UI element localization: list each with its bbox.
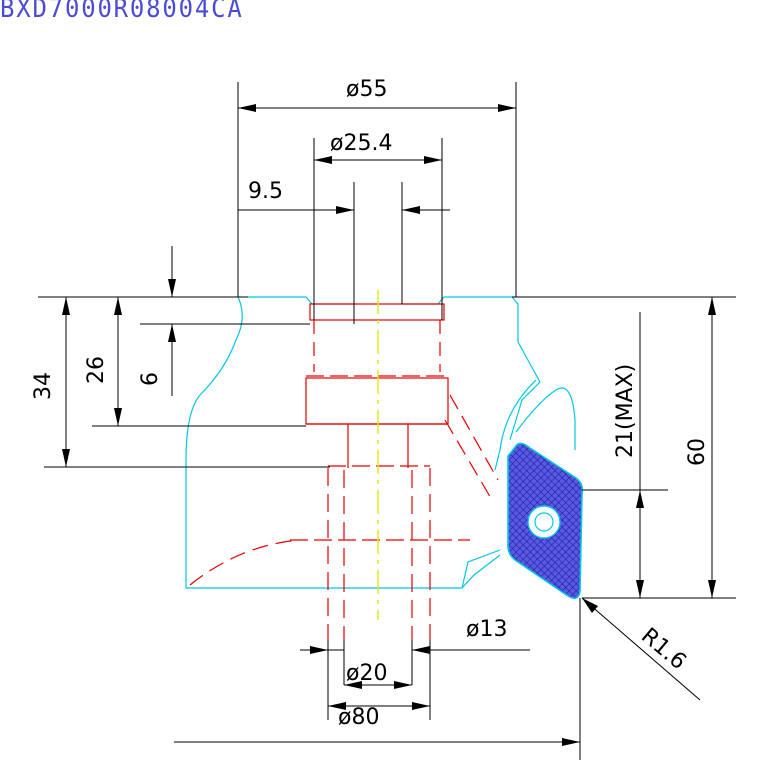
dim-26: 26 [84, 356, 109, 384]
dim-21max: 21(MAX) [613, 364, 638, 458]
dimension-labels: ø55 ø25.4 9.5 34 26 6 21(MAX) 60 ø13 ø20… [31, 77, 710, 730]
dimension-lines [38, 82, 736, 760]
drawing-title: BXD7000R08004CA [0, 0, 244, 24]
hidden-lines [189, 303, 499, 640]
tool-body-outline [185, 296, 576, 589]
screw-icon [527, 505, 561, 539]
dim-34: 34 [31, 372, 56, 400]
dim-d20: ø20 [346, 661, 387, 686]
dim-60: 60 [685, 438, 710, 466]
dim-9-5: 9.5 [248, 179, 283, 204]
dim-r1-6: R1.6 [636, 623, 691, 674]
dim-d13: ø13 [466, 617, 507, 642]
dim-d25-4: ø25.4 [330, 131, 392, 156]
arrowheads [62, 104, 716, 746]
dim-d55: ø55 [346, 77, 387, 102]
insert [507, 442, 584, 600]
dim-d80: ø80 [338, 705, 379, 730]
dim-6: 6 [138, 372, 163, 386]
